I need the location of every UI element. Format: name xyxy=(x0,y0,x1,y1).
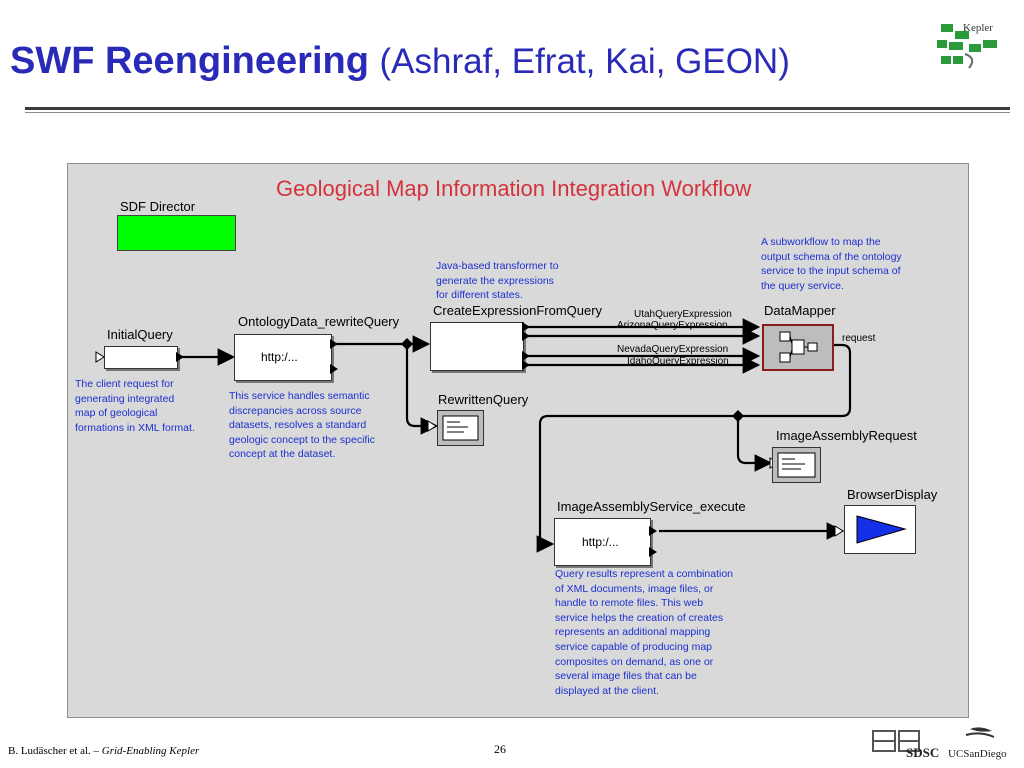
output-port xyxy=(649,547,657,557)
connection-to-rewritten xyxy=(405,344,439,435)
play-icon xyxy=(856,515,907,544)
port-idaho: IdahoQueryExpression xyxy=(627,356,729,367)
footer-citation: B. Ludäscher et al. – Grid-Enabling Kepl… xyxy=(8,745,200,757)
display-icon xyxy=(777,452,816,478)
create-expr-actor[interactable] xyxy=(430,322,524,371)
ontology-actor[interactable]: http:/... xyxy=(234,334,332,381)
output-port xyxy=(176,352,184,362)
image-service-label: ImageAssemblyService_execute xyxy=(557,499,746,514)
connection-to-image-request xyxy=(736,416,773,472)
output-port xyxy=(330,364,338,374)
image-service-url: http:/... xyxy=(582,535,619,549)
connection-request-to-service xyxy=(536,343,852,553)
relation-diamond xyxy=(401,338,413,350)
title-rule-thin xyxy=(25,112,1010,113)
output-port xyxy=(649,526,657,536)
sdsc-label: SDSC xyxy=(906,745,939,760)
logo-text: Kepler xyxy=(963,22,993,34)
ontology-url: http:/... xyxy=(261,350,298,364)
rewritten-query-label: RewrittenQuery xyxy=(438,392,529,407)
ontology-label: OntologyData_rewriteQuery xyxy=(238,314,400,329)
initial-query-actor[interactable] xyxy=(104,346,178,369)
image-request-actor[interactable] xyxy=(772,447,821,483)
ucsd-label: UCSanDiego xyxy=(948,748,1007,760)
data-mapper-label: DataMapper xyxy=(764,303,836,318)
output-ports xyxy=(522,322,530,370)
director-label: SDF Director xyxy=(120,199,196,214)
data-mapper-actor[interactable] xyxy=(762,324,834,371)
relation-diamond xyxy=(732,410,744,422)
image-request-label: ImageAssemblyRequest xyxy=(776,428,917,443)
slide-title: SWF Reengineering (Ashraf, Efrat, Kai, G… xyxy=(10,40,790,82)
sdf-director[interactable] xyxy=(117,215,236,251)
input-port-rewritten xyxy=(427,420,437,432)
input-port-initial xyxy=(95,351,105,363)
output-port xyxy=(330,339,338,349)
display-icon xyxy=(442,415,479,441)
composite-actor-icon xyxy=(779,331,818,363)
workflow-title: Geological Map Information Integration W… xyxy=(276,176,752,201)
page-number: 26 xyxy=(494,742,506,756)
image-service-actor[interactable]: http:/... xyxy=(554,518,651,566)
workflow-canvas xyxy=(67,163,969,718)
title-rule xyxy=(25,107,1010,110)
rewritten-query-actor[interactable] xyxy=(437,410,484,446)
initial-query-label: InitialQuery xyxy=(107,327,173,342)
port-arizona: ArizonaQueryExpression xyxy=(617,320,728,331)
kepler-logo: Kepler xyxy=(937,22,997,69)
request-port-label: request xyxy=(842,333,876,344)
sdsc-ucsd-logo: SDSC UCSanDiego xyxy=(872,727,1007,760)
create-expr-label: CreateExpressionFromQuery xyxy=(433,303,603,318)
port-nevada: NevadaQueryExpression xyxy=(617,344,729,355)
port-utah: UtahQueryExpression xyxy=(634,309,732,320)
input-port-browser xyxy=(834,525,844,537)
browser-display-actor[interactable] xyxy=(844,505,916,554)
browser-display-label: BrowserDisplay xyxy=(847,487,938,502)
